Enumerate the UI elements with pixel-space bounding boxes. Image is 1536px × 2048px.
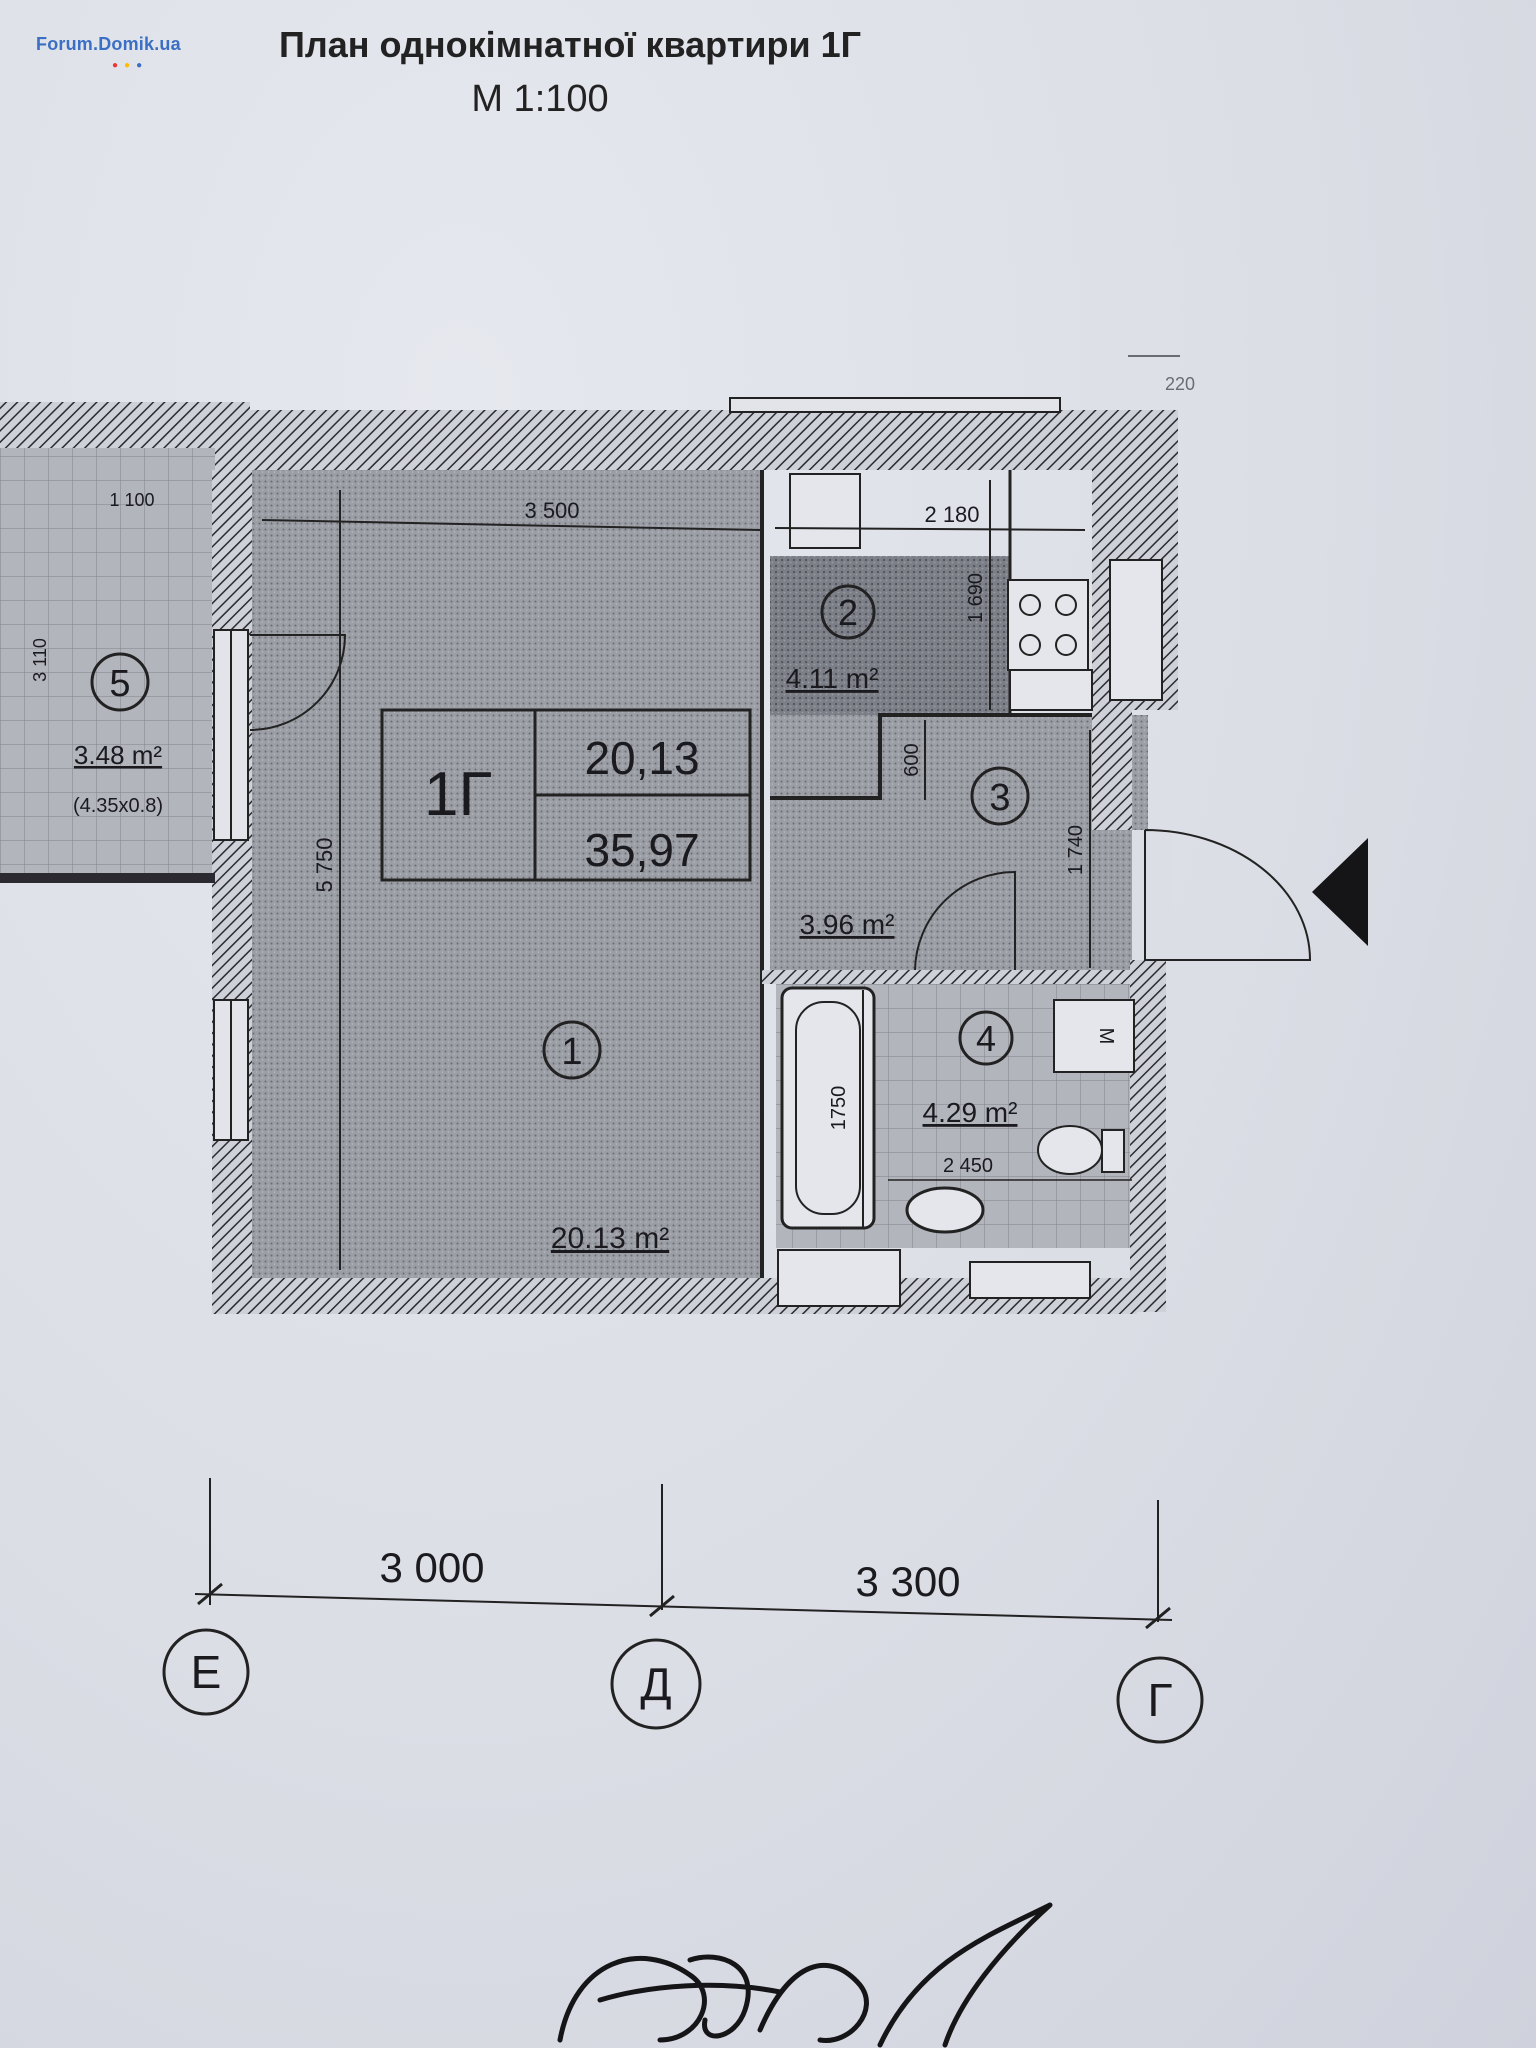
washing-machine <box>1053 999 1135 1073</box>
dim-balcony-length-label: 3 110 <box>30 638 50 682</box>
room-3-floor <box>770 715 1148 975</box>
bathtub <box>780 986 876 1230</box>
balcony-door-swing <box>249 634 347 731</box>
room-2-number: 2 <box>838 592 858 633</box>
dim-room1-width <box>261 519 761 531</box>
dim-kitchen-depth-label: 1 690 <box>965 573 987 623</box>
room-5-floor <box>0 448 220 873</box>
room-5-size-note: (4.35x0.8) <box>73 795 163 817</box>
room-1-circle <box>542 1020 602 1080</box>
shaft-unit <box>1109 559 1163 701</box>
total-area: 35,97 <box>584 824 699 876</box>
room-5-area: 3.48 m² <box>74 740 162 770</box>
bathroom-cabinet-1 <box>777 1249 901 1307</box>
partition-bath <box>762 970 1138 984</box>
kitchen-stove <box>1007 579 1089 671</box>
room-4-area: 4.29 m² <box>923 1097 1018 1128</box>
plan-title: План однокімнатної квартири 1Г <box>278 24 862 65</box>
toilet <box>1037 1125 1103 1175</box>
room-4-number: 4 <box>976 1018 996 1059</box>
watermark-logo: Forum.Domik.ua <box>36 34 181 54</box>
wall-right-lower <box>1130 960 1166 1312</box>
room-4-circle <box>958 1010 1014 1066</box>
room-2-area: 4.11 m² <box>786 663 879 694</box>
room-1-area: 20.13 m² <box>551 1222 669 1255</box>
bathroom-door-swing <box>914 870 1016 971</box>
dim-balcony-width-label: 1 100 <box>109 490 154 510</box>
dim-room1-width-label: 3 500 <box>524 498 579 523</box>
axis-marker-d <box>610 1638 702 1730</box>
room-2-circle <box>820 584 876 640</box>
watermark-dots: ●●● <box>112 60 149 71</box>
axis-marker-e <box>162 1628 250 1716</box>
dim-hall-depth-label: 1 740 <box>1065 825 1087 875</box>
dim-hall-niche-label: 600 <box>901 743 923 776</box>
dim-room1-height-label: 5 750 <box>312 837 337 892</box>
axis-dimension-line <box>194 1593 1173 1621</box>
axis-span-2: 3 300 <box>855 1558 960 1605</box>
plan-scale: М 1:100 <box>471 78 609 120</box>
window-top <box>729 397 1061 413</box>
wall-balcony-bottom <box>0 873 215 883</box>
washbasin <box>905 1186 985 1234</box>
wall-left <box>212 470 252 1310</box>
room-1-number: 1 <box>561 1031 582 1073</box>
axis-label-g: Г <box>1148 1674 1173 1726</box>
room-3-number: 3 <box>989 777 1010 819</box>
washer-label: М <box>1095 1028 1117 1045</box>
dim-bath-length-label: 1750 <box>828 1086 850 1131</box>
axis-marker-g <box>1116 1656 1204 1744</box>
room-5-number: 5 <box>109 663 130 705</box>
entrance-arrow-icon <box>1312 838 1368 946</box>
entrance-door-swing <box>1144 829 1312 961</box>
signature <box>557 1902 1053 2048</box>
kitchen-sink <box>789 473 861 549</box>
wall-top <box>215 410 1125 470</box>
room-3-area: 3.96 m² <box>800 909 895 940</box>
axis-label-e: Е <box>191 1646 222 1698</box>
kitchen-counter <box>1009 669 1093 711</box>
room-3-circle <box>970 766 1030 826</box>
axis-span-1: 3 000 <box>379 1544 484 1591</box>
room-1-floor <box>250 470 760 1278</box>
room-5-circle <box>90 652 150 712</box>
dim-kitchen-width-label: 2 180 <box>924 502 979 527</box>
entrance-door-opening <box>1132 830 1172 960</box>
partition-kitchen <box>770 713 1092 800</box>
bathroom-cabinet-2 <box>969 1261 1091 1299</box>
axis-label-d: Д <box>640 1658 671 1710</box>
apartment-code: 1Г <box>424 760 492 829</box>
living-area: 20,13 <box>584 732 699 784</box>
dim-bathroom-width-label: 2 450 <box>943 1155 993 1177</box>
wall-top-left-cap <box>0 402 250 448</box>
annotation-top-right: 220 <box>1165 374 1195 394</box>
